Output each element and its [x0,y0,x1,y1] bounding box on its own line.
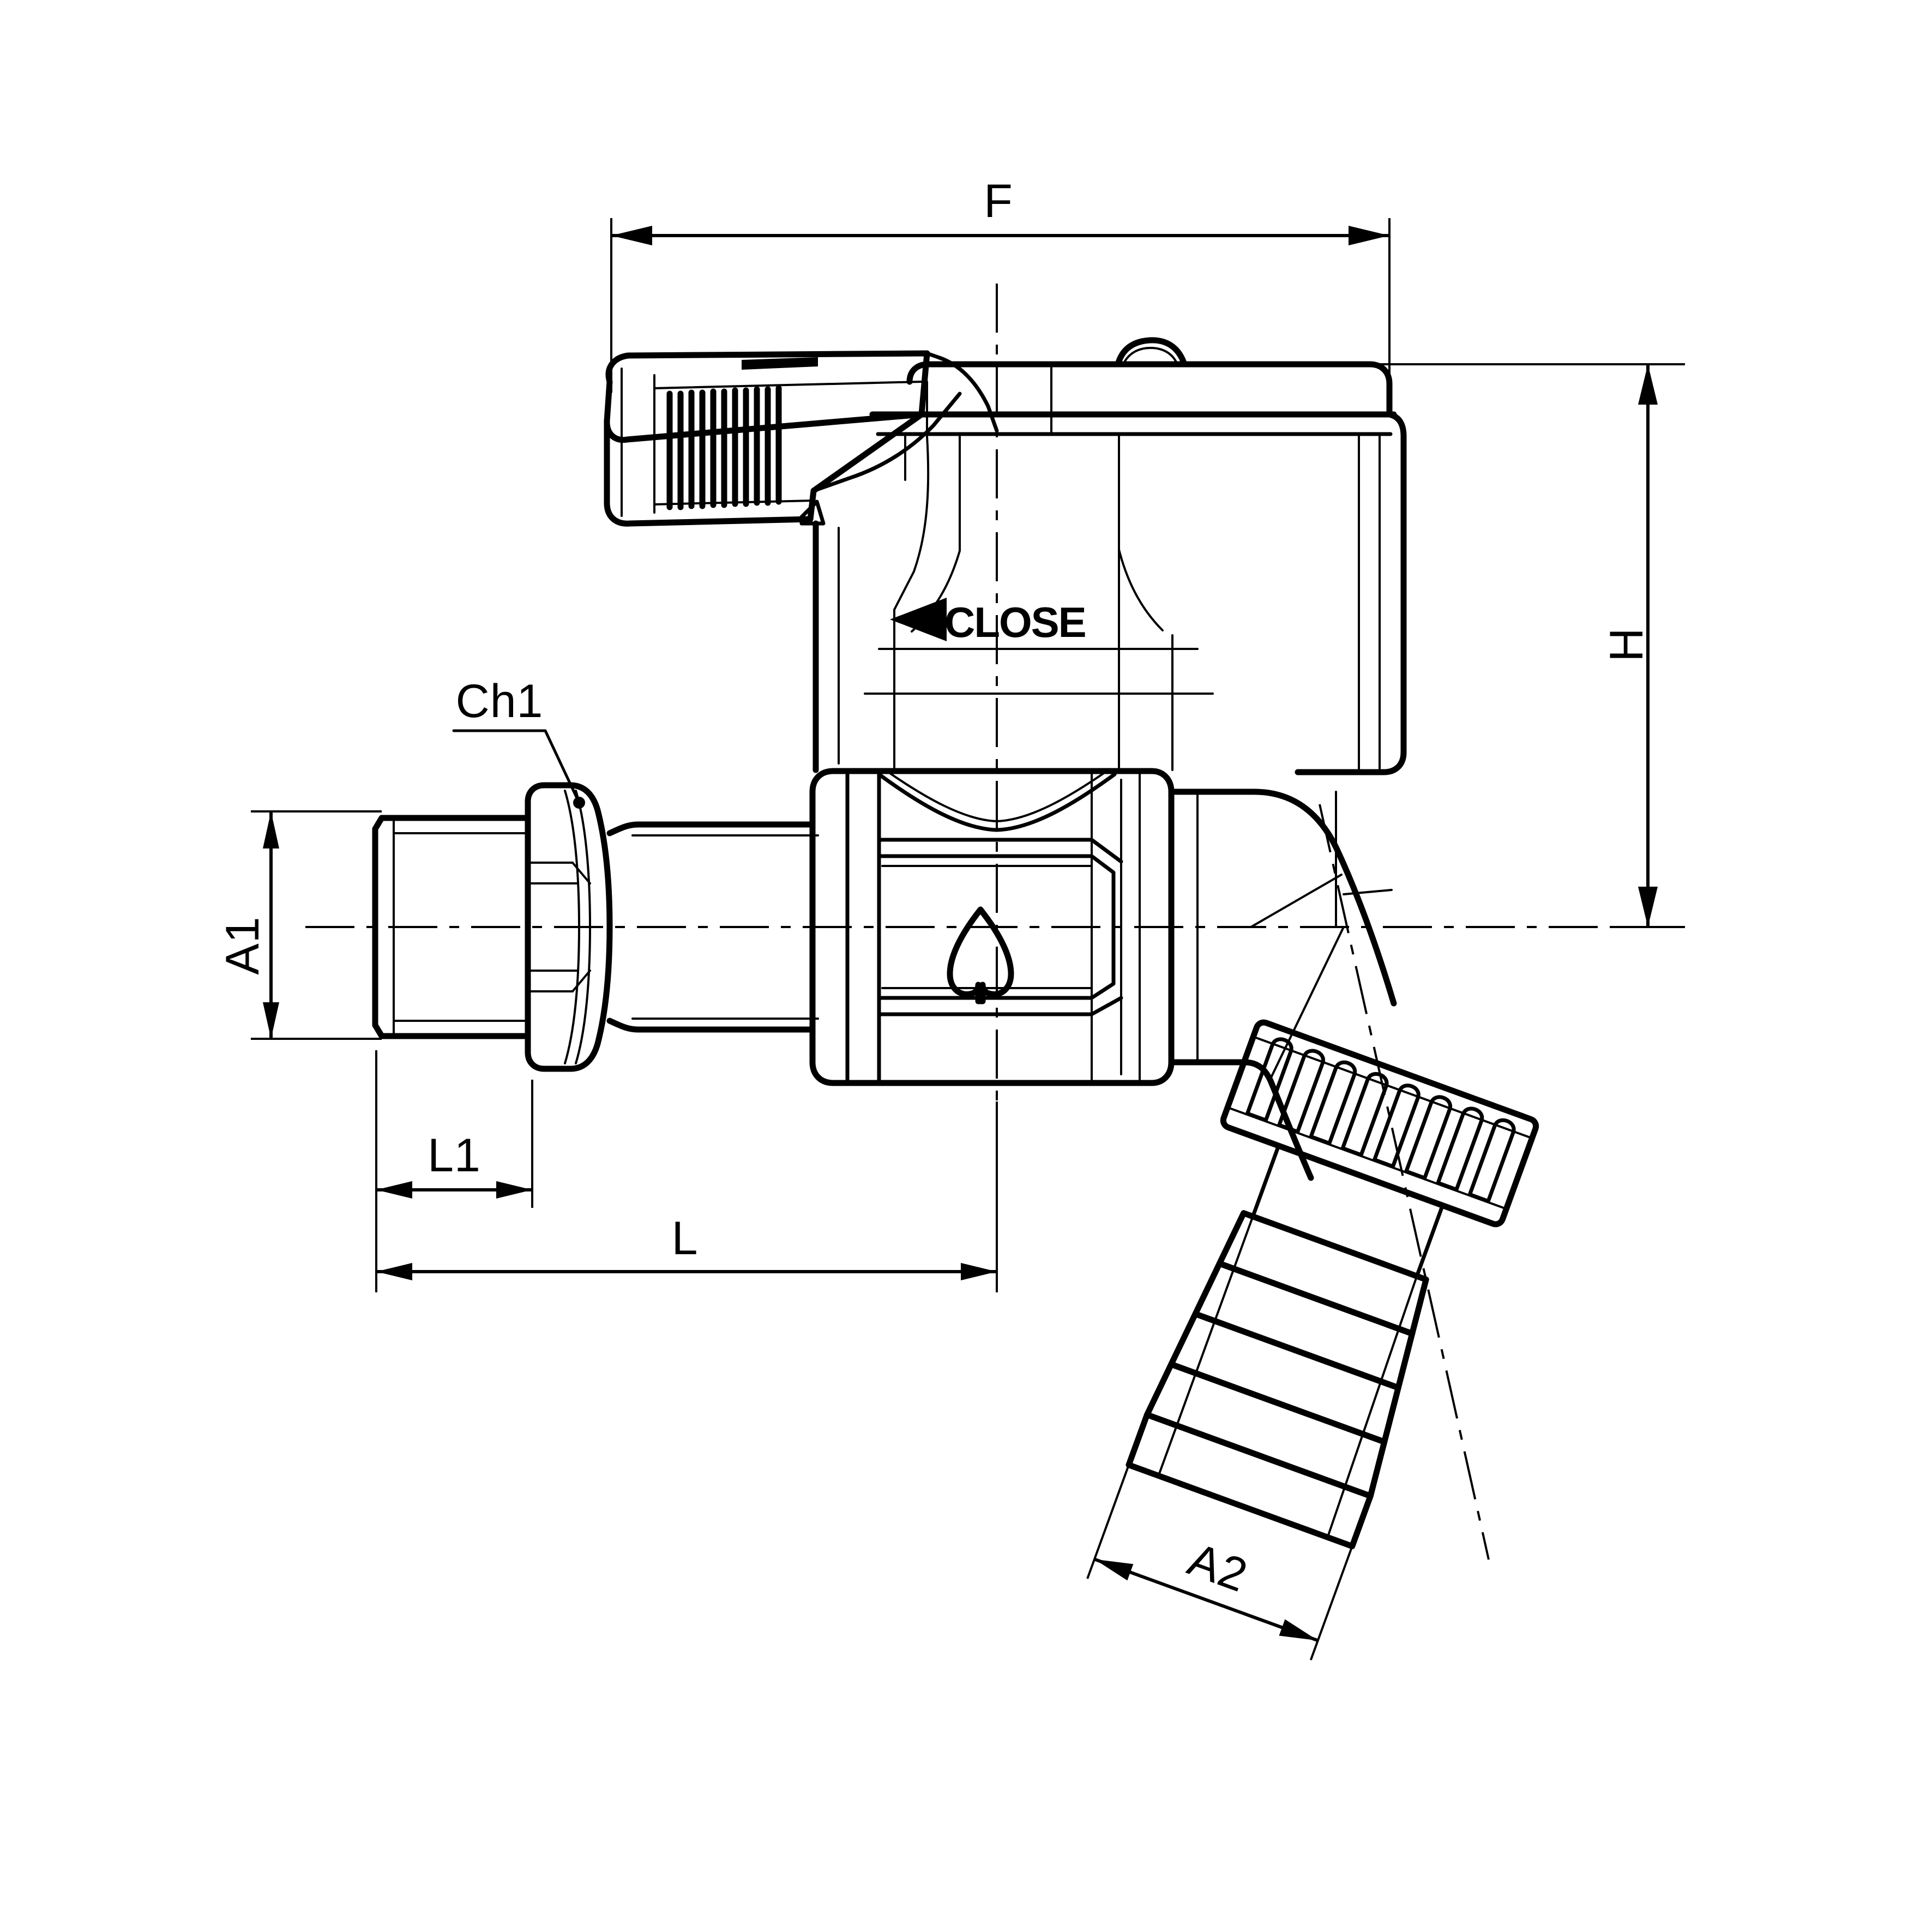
F-label: F [984,175,1013,227]
A1-arrow-top-icon [263,811,279,848]
dimension-Ch1: Ch1 [452,675,585,809]
hex-collar-face-2 [564,790,580,1064]
neck-bottom [606,1018,816,1033]
L-arrow-left-icon [376,1263,412,1280]
A1-label: A1 [216,916,269,974]
barb-inner-right [1326,1275,1418,1539]
handle-neck-upper [919,351,999,433]
handle-corner-notch [799,499,826,526]
barb-inner-left [1157,1215,1254,1477]
knurl-ring-outline [1220,1019,1539,1227]
body-saddle-curve-inner [889,772,1105,822]
dimension-H: H [1380,363,1685,928]
cap-shoulder-left [893,435,930,611]
barb-centreline [1319,804,1490,1560]
A2-arrow-left-icon [1094,1559,1134,1581]
lever-handle [604,350,999,527]
A1-arrow-bottom-icon [263,1002,279,1039]
body-center-panel [877,854,1116,1000]
elbow-fold-2 [1269,926,1345,1080]
H-arrow-top-icon [1638,364,1658,405]
A2-rotor: A2 [1086,1464,1353,1660]
barb-ridge-5 [1126,1411,1374,1550]
dimension-L: L [375,1102,998,1292]
A2-ext-right [1309,1545,1353,1660]
hex-collar-bevel-1 [571,862,591,884]
hose-barb [1126,1143,1445,1550]
knurl-teeth [1245,1037,1516,1203]
close-label: CLOSE [944,598,1086,646]
valve-body-cap [812,337,1407,775]
dimension-A2: A2 [1086,1464,1353,1660]
H-arrow-bottom-icon [1638,887,1658,927]
hex-collar [525,782,613,1072]
spade-shape [947,906,1014,1004]
cap-raised-tab [1099,337,1208,368]
handle-neck-lower [811,392,962,493]
barb-shank [1251,1143,1445,1278]
hex-collar-face-1 [575,790,591,1064]
F-arrow-left-icon [611,226,652,245]
handle-contour-3 [653,381,923,389]
cap-shoulder-right [1118,549,1164,631]
knurl-band-bottom [1226,1106,1508,1210]
Ch1-label: Ch1 [456,675,544,727]
neck-top [606,821,816,836]
elbow-outer-top [1168,789,1397,1007]
body-rib-bottom-band [877,996,1123,1016]
L-arrow-right-icon [961,1263,997,1280]
Ch1-leader-line [544,729,581,804]
elbow-inner-bottom [1168,1059,1314,1181]
dimension-L1: L1 [375,1050,533,1208]
H-label: H [1600,627,1653,661]
handle-top-tab [742,357,818,370]
male-thread-inlet [372,815,531,1039]
dimension-F: F [610,175,1391,393]
cap-top-outline [906,361,1393,418]
body-saddle-curve [877,772,1117,832]
barb-rotor [1126,1143,1445,1550]
knurl-band-top [1252,1036,1533,1140]
hex-collar-outline [525,782,613,1072]
dimension-A1: A1 [216,810,382,1040]
cap-tab-inner [1123,347,1178,364]
spade-emblem-icon [947,906,1014,1004]
body-rib-top-band [877,838,1123,864]
A2-dim-line [1094,1557,1319,1642]
handle-grip-ribs [666,385,782,510]
L1-label: L1 [428,1129,481,1182]
cap-right-wall [1295,411,1407,775]
handle-lower-shell [604,411,925,527]
L-label: L [672,1212,699,1265]
knurled-collar [1220,1019,1539,1227]
elbow-fold-1 [1250,874,1343,928]
L1-arrow-right-icon [496,1181,532,1199]
knurl-rotor [1220,1019,1539,1227]
F-arrow-right-icon [1349,226,1389,245]
elbow-fold-3 [1343,889,1393,895]
A2-label: A2 [1182,1533,1255,1602]
Ch1-leader-dot-icon [573,797,585,809]
L1-arrow-left-icon [376,1181,412,1199]
close-arrow-icon [890,598,947,641]
A2-arrow-right-icon [1279,1619,1318,1641]
close-marking: CLOSE [890,598,1087,646]
inlet-neck [606,821,819,1033]
hex-collar-bevel-2 [571,970,591,992]
centre-lines [305,284,1688,1560]
